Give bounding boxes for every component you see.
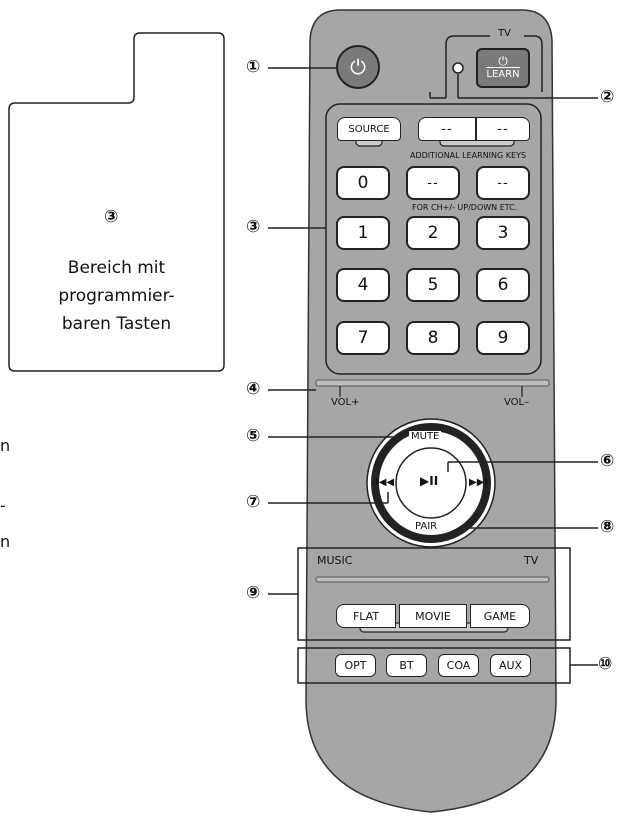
info-box-outline: [8, 32, 225, 372]
digit-label: 8: [427, 328, 439, 348]
digit-2-button[interactable]: 2: [406, 216, 460, 250]
mute-button[interactable]: MUTE: [409, 431, 442, 442]
digit-label: 7: [357, 328, 369, 348]
extra-key-top-right[interactable]: --: [476, 117, 530, 141]
cut-text-1: n: [0, 436, 11, 455]
callout-3: ③: [246, 217, 261, 237]
callout-6: ⑥: [600, 451, 615, 471]
play-pause-icon: ▶II: [420, 474, 439, 488]
flat-button[interactable]: FLAT: [336, 604, 396, 628]
callout-10: ⑩: [598, 654, 613, 674]
digit-7-button[interactable]: 7: [336, 321, 390, 355]
info-box-line1: Bereich mit: [67, 258, 166, 278]
callout-1: ①: [246, 57, 261, 77]
next-button[interactable]: ▶▶I: [469, 477, 489, 488]
aux-label: AUX: [498, 659, 523, 672]
digit-4-button[interactable]: 4: [336, 268, 390, 302]
digit-label: 2: [427, 223, 439, 243]
source-button[interactable]: SOURCE: [337, 117, 401, 141]
dash-label: --: [441, 121, 453, 137]
callout-9: ⑨: [246, 583, 261, 603]
power-icon: ⏻: [350, 55, 366, 79]
bt-label: BT: [399, 659, 414, 672]
digit-8-button[interactable]: 8: [406, 321, 460, 355]
callout-7: ⑦: [246, 492, 261, 512]
cut-text-2: -: [0, 496, 6, 515]
learn-button[interactable]: ⏻ LEARN: [476, 48, 530, 88]
opt-label: OPT: [344, 659, 367, 672]
info-box-line2: programmier-: [58, 286, 175, 306]
digit-label: 5: [427, 275, 439, 295]
music-tv-strip: [315, 576, 550, 583]
digit-label: 3: [497, 223, 509, 243]
programmable-area-frame: [325, 103, 542, 375]
learn-label: LEARN: [486, 67, 520, 80]
aux-button[interactable]: AUX: [490, 654, 531, 677]
digit-label: 1: [357, 223, 369, 243]
tv-label: TV: [496, 28, 513, 39]
learning-key-2[interactable]: --: [476, 166, 530, 200]
movie-button[interactable]: MOVIE: [399, 604, 467, 628]
pair-button[interactable]: PAIR: [413, 521, 440, 532]
digit-6-button[interactable]: 6: [476, 268, 530, 302]
source-label: SOURCE: [348, 123, 390, 135]
vol-minus-label: VOL–: [504, 397, 530, 408]
coa-button[interactable]: COA: [438, 654, 479, 677]
digit-label: 9: [497, 328, 509, 348]
dash-label: --: [497, 175, 509, 191]
info-box-number: ③: [104, 207, 119, 227]
coa-label: COA: [446, 659, 471, 672]
bt-button[interactable]: BT: [386, 654, 427, 677]
game-button[interactable]: GAME: [470, 604, 530, 628]
previous-button[interactable]: I◀◀: [375, 477, 395, 488]
callout-5: ⑤: [246, 426, 261, 446]
digit-0-button[interactable]: 0: [336, 166, 390, 200]
volume-strip: [315, 379, 550, 387]
cut-text-3: n: [0, 532, 11, 551]
dash-label: --: [427, 175, 439, 191]
callout-2: ②: [600, 87, 615, 107]
callout-8: ⑧: [600, 517, 615, 537]
tv-bracket: [445, 35, 543, 98]
power-button[interactable]: ⏻: [336, 45, 380, 89]
digit-9-button[interactable]: 9: [476, 321, 530, 355]
tv-mode-label: TV: [524, 554, 539, 567]
music-label: MUSIC: [317, 554, 353, 567]
extra-key-top-left[interactable]: --: [418, 117, 476, 141]
additional-keys-label: ADDITIONAL LEARNING KEYS: [410, 151, 527, 160]
learn-power-icon: ⏻: [498, 54, 508, 68]
callout-4: ④: [246, 379, 261, 399]
learning-key-1[interactable]: --: [406, 166, 460, 200]
digit-5-button[interactable]: 5: [406, 268, 460, 302]
digit-3-button[interactable]: 3: [476, 216, 530, 250]
digit-1-button[interactable]: 1: [336, 216, 390, 250]
flat-label: FLAT: [352, 609, 380, 623]
digit-label: 6: [497, 275, 509, 295]
game-label: GAME: [483, 609, 517, 623]
digit-label: 4: [357, 275, 369, 295]
led-indicator: [452, 62, 464, 74]
digit-label: 0: [357, 173, 369, 193]
info-box-line3: baren Tasten: [61, 314, 172, 334]
ch-updown-label: FOR CH+/- UP/DOWN ETC.: [412, 203, 518, 212]
vol-plus-label: VOL+: [331, 397, 360, 408]
dash-label: --: [497, 121, 509, 137]
opt-button[interactable]: OPT: [335, 654, 376, 677]
movie-label: MOVIE: [415, 609, 451, 623]
